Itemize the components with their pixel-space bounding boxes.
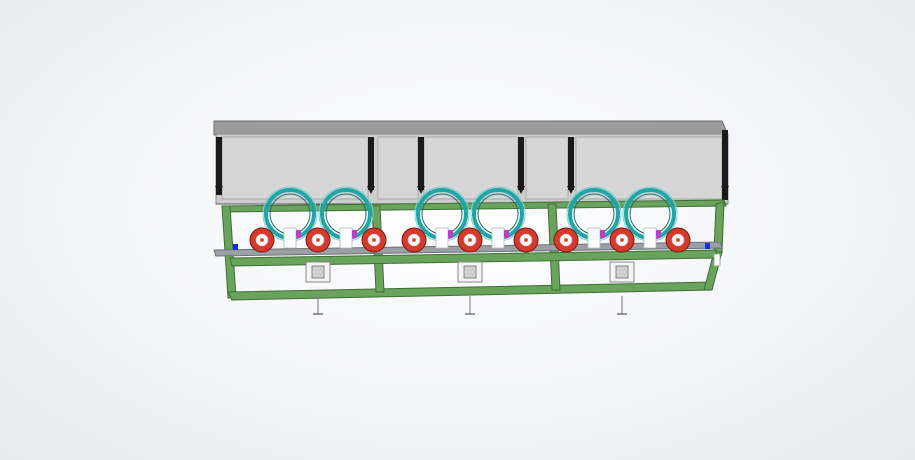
cover-edge	[418, 137, 424, 190]
magenta-clip	[600, 230, 605, 238]
roller-hub	[316, 238, 320, 242]
bracket-window	[311, 265, 325, 279]
cover-edge-tip	[215, 186, 223, 194]
module-1	[249, 186, 387, 315]
blue-marker	[705, 243, 710, 249]
guide-block	[283, 227, 297, 249]
roller-hub	[372, 238, 376, 242]
roller-hub	[564, 238, 568, 242]
cover-edge-tip	[517, 186, 525, 194]
cover-edge	[568, 137, 574, 190]
guide-block	[339, 227, 353, 249]
magenta-clip	[504, 230, 509, 238]
magenta-clip	[448, 230, 453, 238]
roller-hub	[620, 238, 624, 242]
module-2	[401, 186, 539, 315]
cover-edge-tip	[417, 186, 425, 194]
guide-block	[491, 227, 505, 249]
cover-edge-tip	[567, 186, 575, 194]
blue-marker	[233, 244, 238, 250]
cover-panel	[377, 136, 419, 200]
cover-edge	[216, 137, 222, 195]
roller-hub	[676, 238, 680, 242]
guide-block	[435, 227, 449, 249]
module-3	[553, 186, 691, 315]
roller-hub	[412, 238, 416, 242]
guide-block	[587, 227, 601, 249]
roller-hub	[260, 238, 264, 242]
guide-block	[643, 227, 657, 249]
magenta-clip	[656, 230, 661, 238]
cover-edge	[518, 137, 524, 190]
cover-panel	[525, 136, 569, 200]
magenta-clip	[296, 230, 301, 238]
cover-top-face	[213, 120, 729, 136]
bracket-window	[615, 265, 629, 279]
roller-hub	[524, 238, 528, 242]
roller-hub	[468, 238, 472, 242]
bracket-window	[463, 265, 477, 279]
end-bracket	[713, 253, 721, 267]
magenta-clip	[352, 230, 357, 238]
cover-edge	[368, 137, 374, 190]
cover-edge-tip	[721, 186, 729, 194]
cover-edge-tip	[367, 186, 375, 194]
cover-edge	[722, 130, 728, 200]
